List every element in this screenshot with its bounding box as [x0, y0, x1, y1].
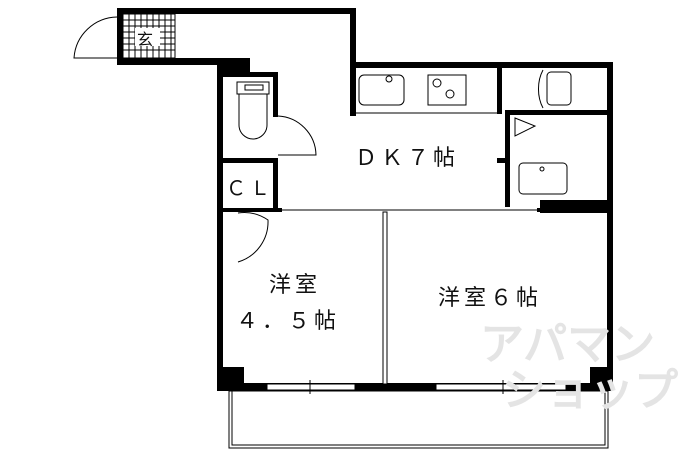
entrance-tiles — [122, 13, 176, 59]
entrance-label: 玄 — [137, 30, 154, 49]
western-room-1-label: 洋室 ４．５帖 — [236, 268, 340, 340]
burner-icon — [445, 89, 455, 99]
sliding-partition — [382, 211, 388, 385]
windows — [266, 207, 567, 394]
drain-icon — [539, 166, 545, 172]
washroom-curtain — [537, 69, 544, 109]
watermark: アパマン ショップ — [480, 322, 678, 414]
faucet-icon — [385, 75, 393, 83]
western-room-2-label: 洋室６帖 — [438, 286, 543, 311]
kitchen-sink-icon — [358, 74, 405, 106]
balcony-inner-line — [231, 390, 606, 446]
watermark-line2: ショップ — [502, 365, 678, 416]
closet-label: ＣＬ — [226, 176, 274, 200]
burner-icon — [432, 78, 442, 88]
room-door[interactable] — [237, 212, 269, 263]
toilet-icon — [236, 81, 270, 140]
room1-label-line1: 洋室 — [269, 273, 322, 298]
washbasin-icon — [546, 71, 572, 106]
toilet-door[interactable] — [277, 115, 317, 156]
washing-machine-icon — [514, 117, 537, 137]
entrance-door[interactable] — [73, 16, 118, 59]
dk-label: ＤＫ７帖 — [355, 146, 460, 171]
room1-label-line2: ４．５帖 — [236, 309, 341, 334]
bathtub-icon — [518, 162, 568, 195]
stove-icon — [427, 74, 467, 106]
watermark-line1: アパマン — [480, 319, 656, 370]
